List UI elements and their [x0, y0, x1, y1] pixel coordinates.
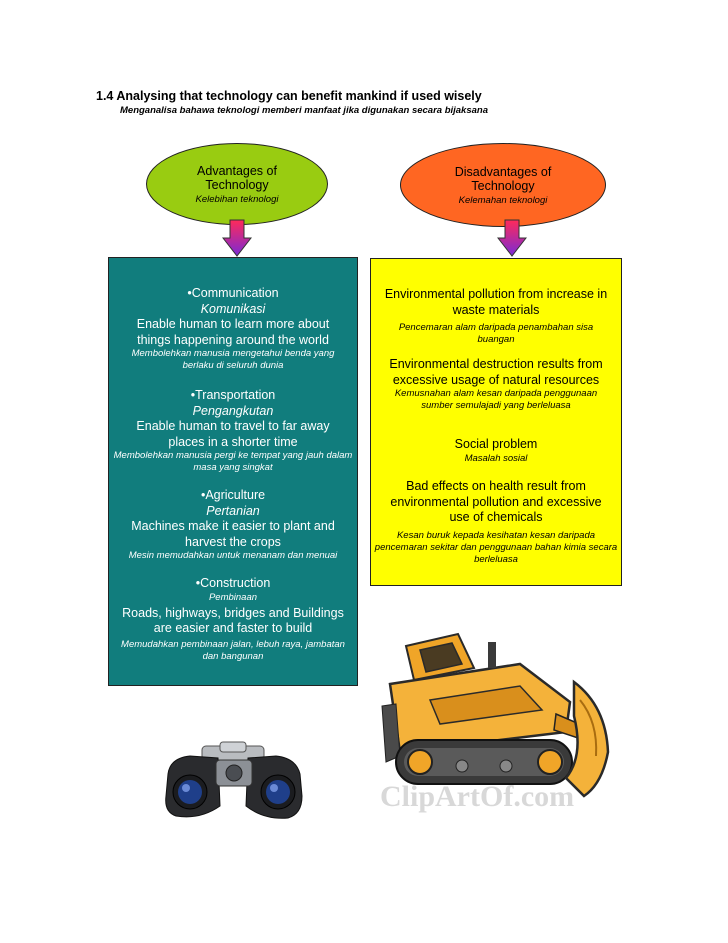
advantage-item-transportation: •Transportation Pengangkutan Enable huma…: [109, 388, 357, 474]
advantage-desc: Roads, highways, bridges and Buildings a…: [122, 605, 344, 636]
disadvantage-desc: Bad effects on health result from enviro…: [390, 479, 602, 524]
advantage-desc-ms: Membolehkan manusia mengetahui benda yan…: [131, 348, 335, 371]
down-arrow-icon: [222, 219, 252, 257]
disadvantages-subtitle: Kelemahan teknologi: [458, 194, 548, 206]
disadvantage-desc-ms: Kemusnahan alam kesan daripada penggunaa…: [394, 388, 598, 411]
advantage-name-ms: Pembinaan: [208, 591, 258, 603]
advantage-name: •Transportation: [190, 388, 276, 402]
advantages-oval: Advantages of Technology Kelebihan tekno…: [146, 143, 328, 225]
disadvantage-item: Environmental destruction results from e…: [371, 357, 621, 412]
advantage-item-communication: •Communication Komunikasi Enable human t…: [109, 286, 357, 372]
advantage-item-construction: •Construction Pembinaan Roads, highways,…: [109, 576, 357, 663]
advantage-desc-ms: Memudahkan pembinaan jalan, lebuh raya, …: [121, 638, 345, 662]
disadvantage-desc-ms: Pencemaran alam daripada penambahan sisa…: [398, 322, 594, 345]
page-title: 1.4 Analysing that technology can benefi…: [96, 89, 482, 103]
advantage-name: •Communication: [187, 286, 279, 300]
disadvantage-desc-ms: Kesan buruk kepada kesihatan kesan darip…: [374, 529, 618, 565]
advantage-name-ms: Pertanian: [206, 503, 260, 518]
disadvantage-desc: Environmental pollution from increase in…: [384, 287, 608, 317]
disadvantage-item: Bad effects on health result from enviro…: [371, 479, 621, 566]
page-subtitle: Menganalisa bahawa teknologi memberi man…: [120, 105, 488, 116]
advantage-desc: Machines make it easier to plant and har…: [131, 519, 335, 549]
down-arrow-icon: [497, 219, 527, 257]
advantages-title: Advantages of Technology: [197, 163, 277, 192]
advantage-name-ms: Komunikasi: [200, 301, 266, 316]
advantage-name-ms: Pengangkutan: [192, 403, 274, 418]
advantage-desc: Enable human to travel to far away place…: [136, 419, 330, 449]
advantage-desc: Enable human to learn more about things …: [136, 317, 330, 347]
disadvantage-desc: Environmental destruction results from e…: [389, 357, 603, 387]
disadvantages-oval: Disadvantages of Technology Kelemahan te…: [400, 143, 606, 227]
bulldozer-icon: ClipArtOf.com: [380, 632, 610, 813]
disadvantage-desc: Social problem: [454, 437, 538, 451]
binoculars-icon: [165, 741, 303, 819]
advantages-box: •Communication Komunikasi Enable human t…: [108, 257, 358, 686]
advantage-desc-ms: Mesin memudahkan untuk menanam dan menua…: [128, 550, 338, 561]
advantage-desc-ms: Membolehkan manusia pergi ke tempat yang…: [113, 450, 353, 473]
disadvantage-desc-ms: Masalah sosial: [464, 452, 528, 464]
advantage-item-agriculture: •Agriculture Pertanian Machines make it …: [109, 488, 357, 562]
disadvantage-item: Social problem Masalah sosial: [371, 437, 621, 465]
advantage-name: •Construction: [195, 576, 271, 590]
advantage-name: •Agriculture: [200, 488, 266, 502]
disadvantages-box: Environmental pollution from increase in…: [370, 258, 622, 586]
advantages-subtitle: Kelebihan teknologi: [195, 193, 279, 205]
disadvantages-title: Disadvantages of Technology: [454, 164, 552, 193]
disadvantage-item: Environmental pollution from increase in…: [371, 287, 621, 346]
watermark-text: ClipArtOf.com: [380, 780, 574, 813]
